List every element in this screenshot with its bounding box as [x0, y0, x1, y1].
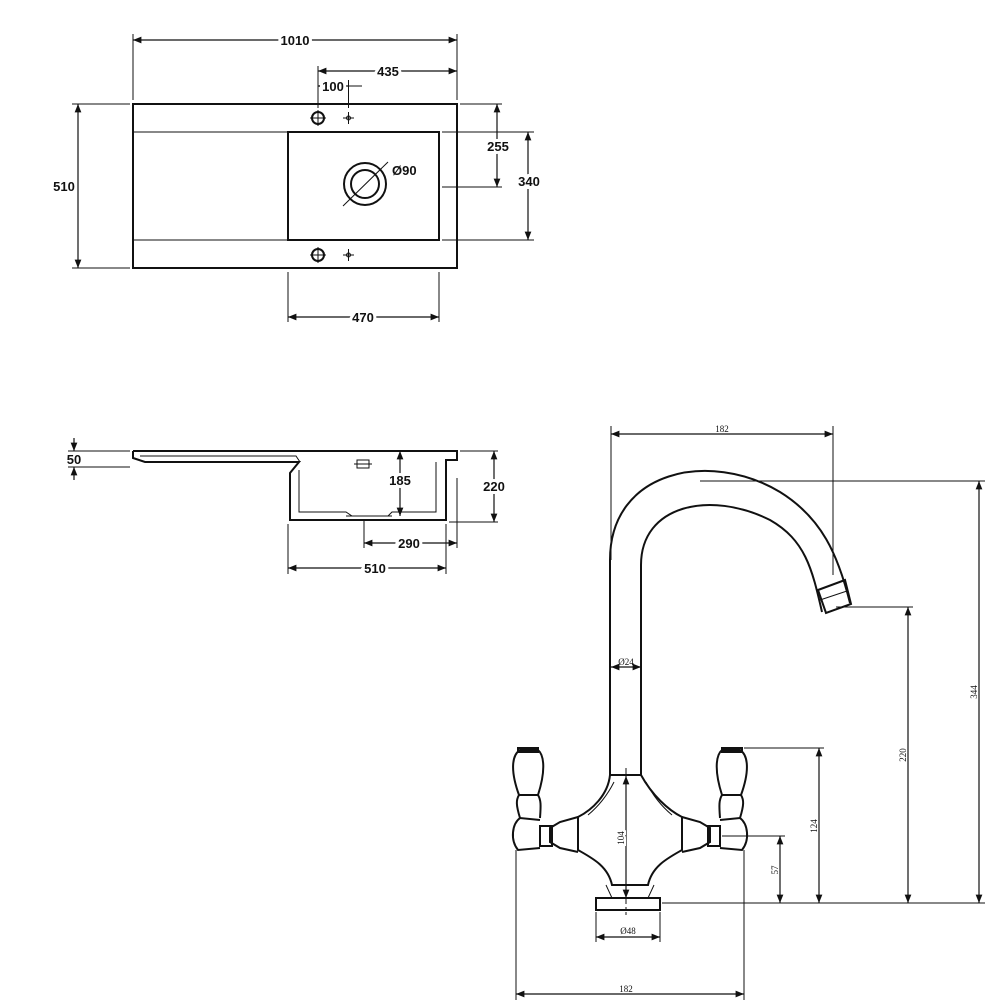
dim-base-diameter: Ø48	[620, 926, 636, 936]
bowl-inner-profile	[298, 462, 437, 517]
tap-elevation: 182 344 220 Ø24 104 124 57 Ø48 182	[512, 424, 985, 1000]
dim-bowl-top: 510	[364, 561, 386, 576]
dim-bowl-outer: 340	[518, 174, 540, 189]
drainer-area	[133, 131, 289, 241]
dim-total-height: 344	[969, 685, 979, 699]
dim-handle-center: 57	[770, 865, 780, 875]
tap-body	[577, 774, 683, 886]
sink-section-view: 50 185 220 290 510	[67, 438, 508, 579]
dim-bowl-inner: 255	[487, 139, 509, 154]
spout-nozzle	[816, 578, 853, 615]
dim-bowl-depth: 185	[389, 473, 411, 488]
dim-tap-offset: 435	[377, 64, 399, 79]
left-handle	[512, 747, 579, 853]
dim-spout-diameter: Ø24	[618, 657, 634, 667]
tap-base	[595, 897, 661, 911]
dim-spout-reach: 182	[715, 424, 729, 434]
dim-body-height: 104	[616, 831, 626, 845]
bowl-outline	[287, 131, 440, 241]
dim-overall-depth: 510	[53, 179, 75, 194]
dim-bowl-base: 290	[398, 536, 420, 551]
sink-plan-view: 1010 435 100 510 255 340 Ø90 470	[53, 30, 543, 328]
dim-waste-diameter: Ø90	[392, 163, 417, 178]
tap-holes-top	[310, 110, 354, 126]
dim-total-depth: 220	[483, 479, 505, 494]
dim-handle-height: 124	[809, 819, 819, 833]
dim-rim-height: 50	[67, 452, 81, 467]
tap-holes-bottom	[310, 247, 354, 263]
waste-outlet	[342, 161, 389, 207]
dim-overall-width: 1010	[281, 33, 310, 48]
dim-hole-spacing: 100	[322, 79, 344, 94]
sink-outline	[132, 103, 458, 269]
dim-handle-span: 182	[619, 984, 633, 994]
tap-spout	[609, 470, 851, 775]
right-handle	[681, 747, 748, 853]
dim-spout-height: 220	[898, 748, 908, 762]
sink-rim-profile	[132, 450, 458, 521]
dim-bowl-width: 470	[352, 310, 374, 325]
